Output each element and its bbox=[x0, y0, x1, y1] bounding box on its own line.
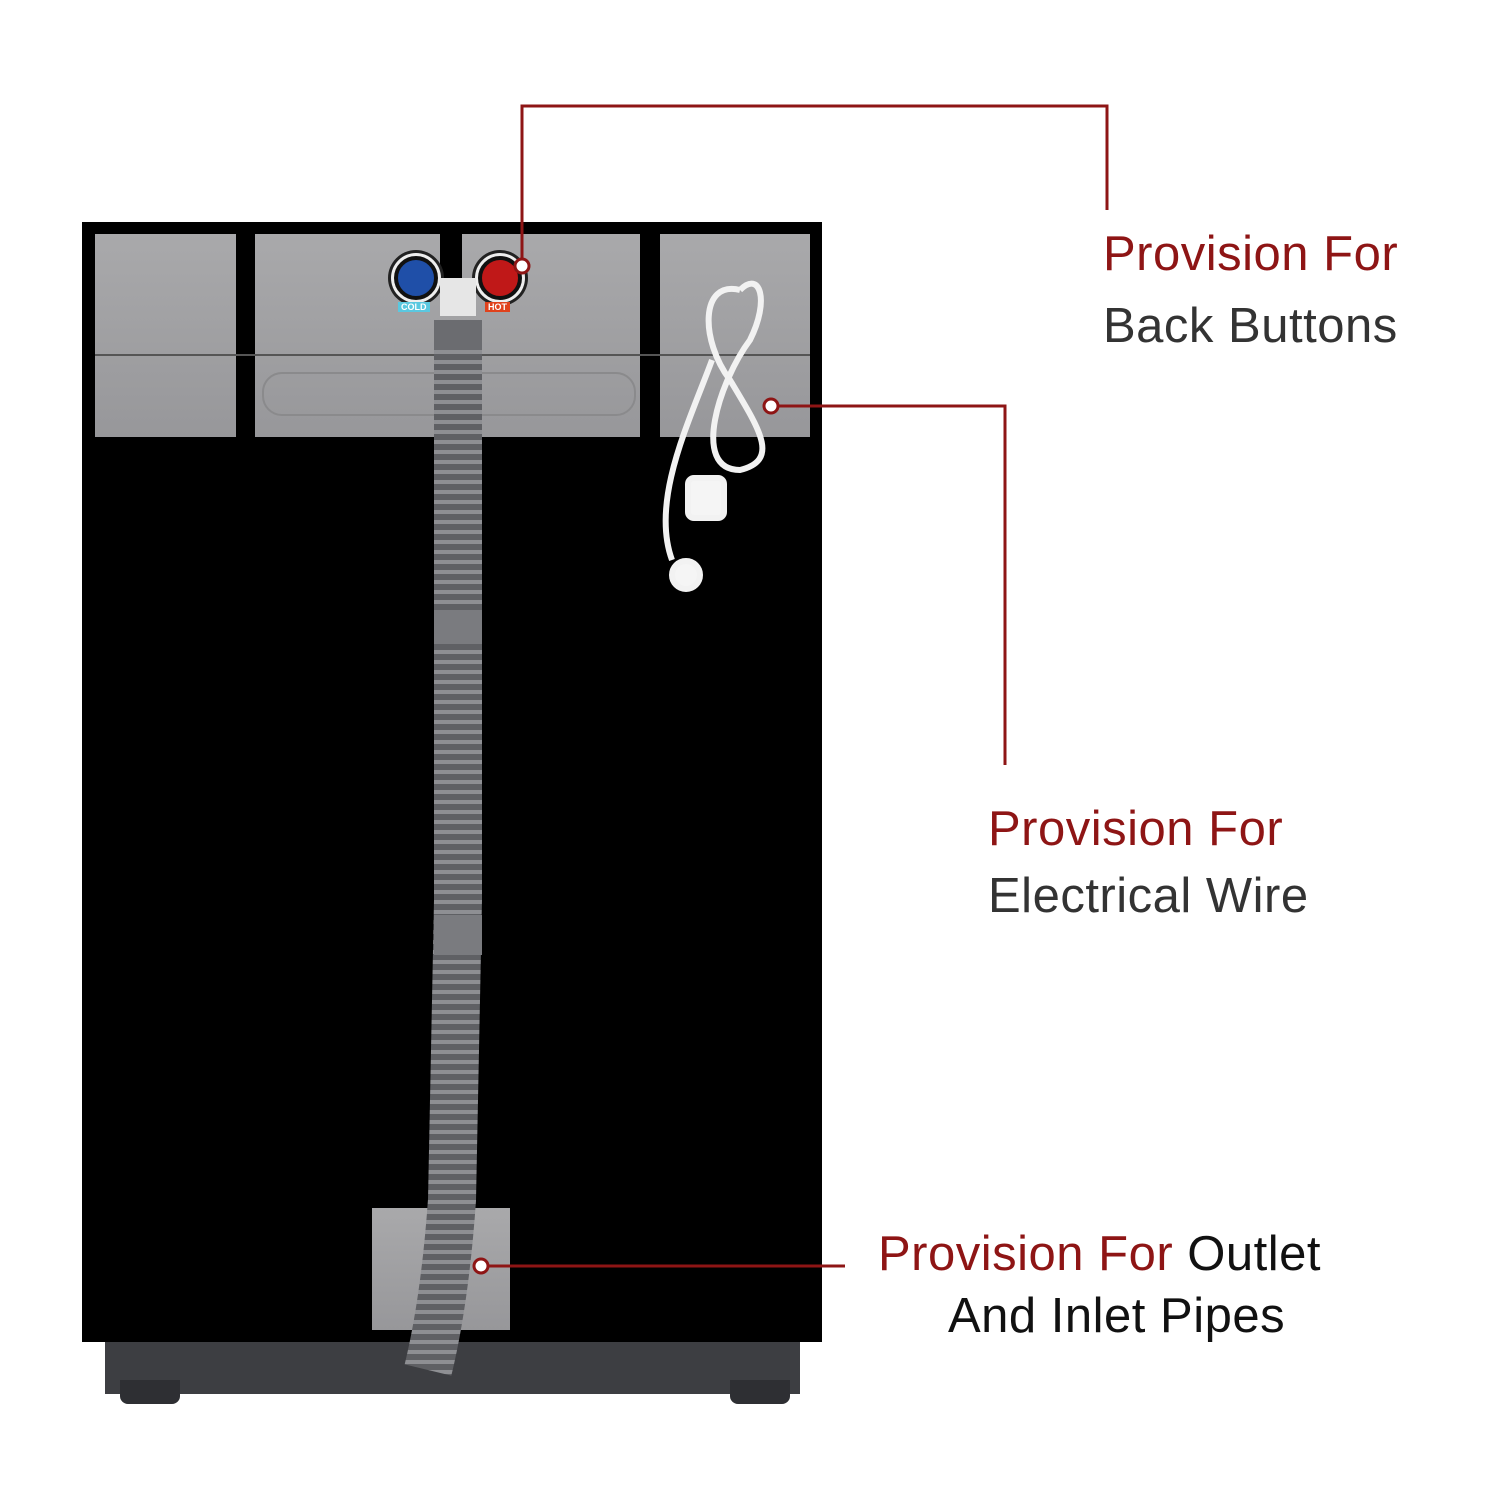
callout-pipes-line1: Provision For Outlet bbox=[878, 1230, 1321, 1279]
power-cord bbox=[662, 280, 766, 592]
cold-water-button bbox=[394, 256, 438, 300]
callout-lines bbox=[472, 104, 1109, 1275]
foot-left bbox=[120, 1380, 180, 1404]
callout-electrical-wire-heading: Provision For bbox=[988, 802, 1284, 856]
hot-water-button bbox=[478, 256, 522, 300]
callout-pipes-text: And Inlet Pipes bbox=[948, 1289, 1286, 1343]
callout-electrical-wire-text: Electrical Wire bbox=[988, 869, 1309, 923]
back-panel-right bbox=[660, 234, 810, 437]
callout-pipes-inline: Outlet bbox=[1187, 1227, 1321, 1281]
callout-back-buttons-heading: Provision For bbox=[1103, 227, 1399, 281]
cold-label: COLD bbox=[398, 302, 430, 312]
hot-label: HOT bbox=[485, 302, 510, 312]
callout-back-buttons-text: Back Buttons bbox=[1103, 299, 1398, 353]
foot-right bbox=[730, 1380, 790, 1404]
back-panel-left bbox=[95, 234, 236, 437]
callout-pipes-heading: Provision For bbox=[878, 1227, 1174, 1281]
panel-divider bbox=[440, 234, 462, 290]
drain-hose bbox=[404, 278, 482, 1376]
